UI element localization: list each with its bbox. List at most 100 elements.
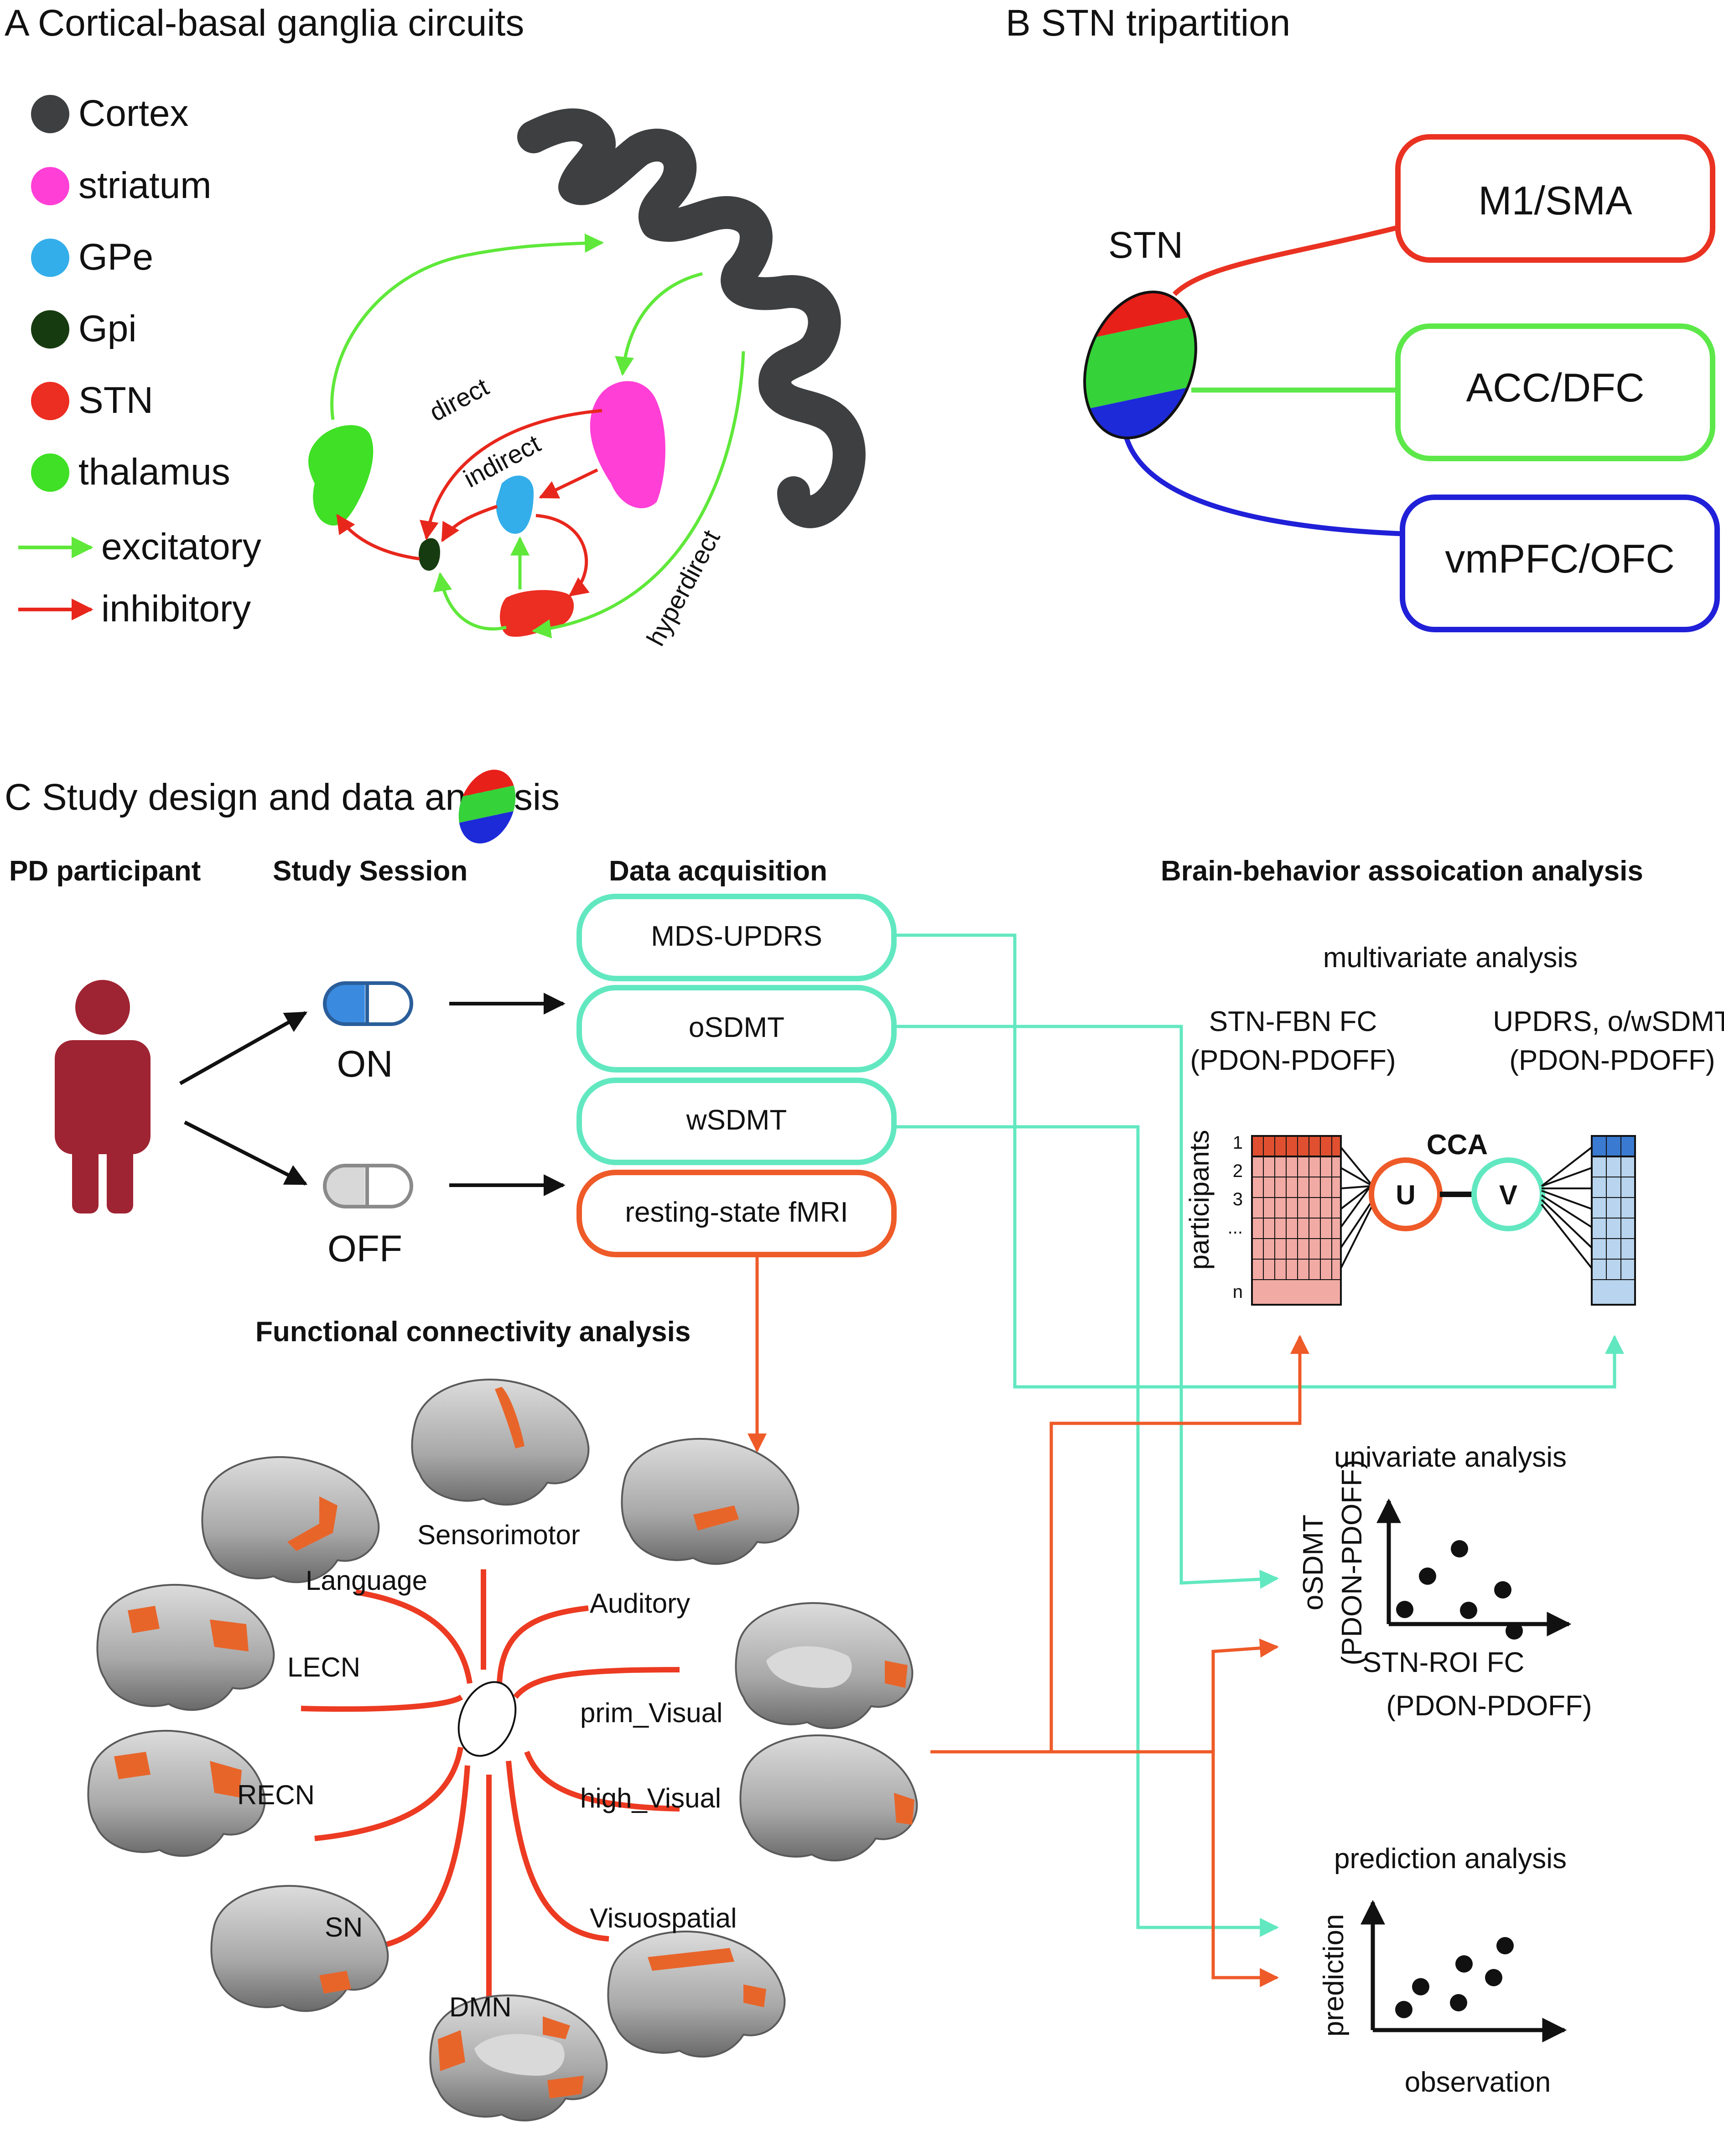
legend-label: GPe (78, 236, 153, 278)
scatter-point (1451, 1540, 1468, 1557)
brain-activation (114, 1752, 242, 1797)
legend-label: excitatory (101, 526, 261, 568)
person-to-off-arrow (184, 1120, 308, 1186)
off-pill-icon (323, 1164, 413, 1208)
panel-c: C Study design and data analysis PD part… (5, 761, 1724, 2122)
brain-activation (287, 1496, 338, 1551)
gpe-legend-dot (31, 239, 69, 277)
osdmt-box (576, 985, 897, 1073)
legend-inhibitory: inhibitory (18, 588, 251, 630)
row-label-ellipsis: ... (1228, 1218, 1243, 1238)
person-icon (55, 980, 151, 1213)
cortex-legend-dot (31, 95, 69, 133)
limbic-box (1400, 495, 1720, 632)
fc-analysis-title: Functional connectivity analysis (255, 1316, 691, 1348)
panel-a: A Cortical-basal ganglia circuits Cortex… (5, 2, 866, 651)
associative-box-label: ACC/DFC (1466, 365, 1644, 410)
brain-activation (648, 1948, 766, 2007)
thalamus-legend-dot (31, 453, 69, 492)
spoke-prim-visual (513, 1667, 680, 1699)
multivariate-left-label-2: (PDON-PDOFF) (1190, 1045, 1396, 1076)
brain-activation (495, 1387, 524, 1448)
scatter-point (1450, 1994, 1467, 2011)
gpe-shape (496, 475, 534, 534)
person-head (75, 980, 130, 1035)
associative-box (1395, 323, 1715, 461)
cca-label: CCA (1427, 1129, 1488, 1161)
scatter-point (1460, 1602, 1477, 1619)
header-participant: PD participant (9, 855, 201, 887)
brain-activation (128, 1606, 249, 1651)
stn-small-associative (449, 784, 526, 824)
brain-medial-inner (766, 1646, 852, 1688)
cortex-shape (517, 108, 866, 528)
header-session: Study Session (273, 855, 467, 887)
brain-activation (693, 1505, 739, 1531)
striatum-legend-dot (31, 167, 69, 205)
brain-lateral-shape (201, 1456, 380, 1583)
spoke-lecn (301, 1694, 463, 1712)
scatter-point (1455, 1955, 1473, 1973)
wsdmt-to-prediction-line (896, 1125, 1279, 1937)
spoke-sn (364, 1765, 470, 1951)
scatter-point (1395, 2001, 1412, 2018)
osdmt-to-univariate-line (896, 1025, 1279, 1589)
person-to-on-arrow (179, 1011, 308, 1085)
legend-label: Cortex (78, 93, 189, 134)
panel-b: B STN tripartition STN M1/SMA ACC/DFC vm… (1006, 2, 1720, 632)
row-label-2: 2 (1233, 1161, 1243, 1181)
limbic-box-label: vmPFC/OFC (1445, 536, 1675, 581)
network-label-high-visual: high_Visual (580, 1783, 721, 1813)
wsdmt-box-label: wSDMT (686, 1104, 787, 1136)
brain-lecn (96, 1584, 275, 1711)
prediction-y-label: prediction (1318, 1914, 1350, 2037)
network-label-dmn: DMN (449, 1992, 512, 2022)
network-label-prim-visual: prim_Visual (580, 1698, 722, 1728)
fc-matrix-lines (1340, 1146, 1374, 1269)
panel-b-title: B STN tripartition (1006, 2, 1290, 44)
brain-auditory (621, 1438, 800, 1565)
network-label-lecn: LECN (287, 1652, 360, 1682)
hyperdirect-arrow (531, 351, 745, 639)
gpi-shape (418, 538, 440, 571)
legend-striatum: striatum (31, 165, 212, 206)
off-label: OFF (327, 1228, 402, 1270)
legend-gpe: GPe (31, 236, 153, 278)
updrs-box (576, 894, 897, 981)
brain-language (201, 1456, 380, 1583)
spoke-auditory (497, 1605, 589, 1684)
motor-box-label: M1/SMA (1478, 178, 1632, 223)
spoke-language (355, 1589, 473, 1684)
target-box-associative: ACC/DFC (1395, 323, 1715, 461)
univariate-title: univariate analysis (1334, 1442, 1567, 1473)
brain-high-visual (739, 1734, 918, 1862)
thalamus-shape (308, 425, 374, 526)
on-label: ON (337, 1043, 393, 1085)
network-label-auditory: Auditory (590, 1588, 690, 1619)
network-label-language: Language (306, 1565, 427, 1596)
cortex-to-striatum-arrow (615, 272, 703, 376)
legend-cortex: Cortex (31, 93, 189, 134)
network-label-sensorimotor: Sensorimotor (417, 1520, 580, 1550)
univariate-y-label-2: (PDON-PDOFF) (1336, 1459, 1368, 1665)
target-box-motor: M1/SMA (1395, 134, 1715, 263)
osdmt-box-label: oSDMT (689, 1012, 784, 1043)
multivariate-left-label-1: STN-FBN FC (1209, 1006, 1377, 1037)
stn-shape (500, 590, 574, 637)
stn-to-gpi-arrow (433, 572, 507, 631)
gpe-to-stn-arrow (535, 514, 590, 597)
fc-matrix (1251, 1135, 1342, 1306)
brain-activation (319, 1971, 351, 1994)
spoke-visuospatial (506, 1760, 609, 1942)
scatter-point (1494, 1581, 1511, 1599)
legend-stn: STN (31, 380, 153, 421)
brain-lateral-shape (621, 1438, 800, 1565)
target-box-limbic: vmPFC/OFC (1400, 495, 1720, 632)
univariate-y-label-1: oSDMT (1298, 1515, 1329, 1610)
multivariate-right-label-2: (PDON-PDOFF) (1509, 1045, 1715, 1076)
v-circle (1471, 1157, 1545, 1231)
striatum-shape (590, 381, 665, 509)
brain-activation (438, 2016, 584, 2099)
brain-lateral-shape (739, 1734, 918, 1862)
univariate-x-label-1: STN-ROI FC (1363, 1647, 1525, 1678)
